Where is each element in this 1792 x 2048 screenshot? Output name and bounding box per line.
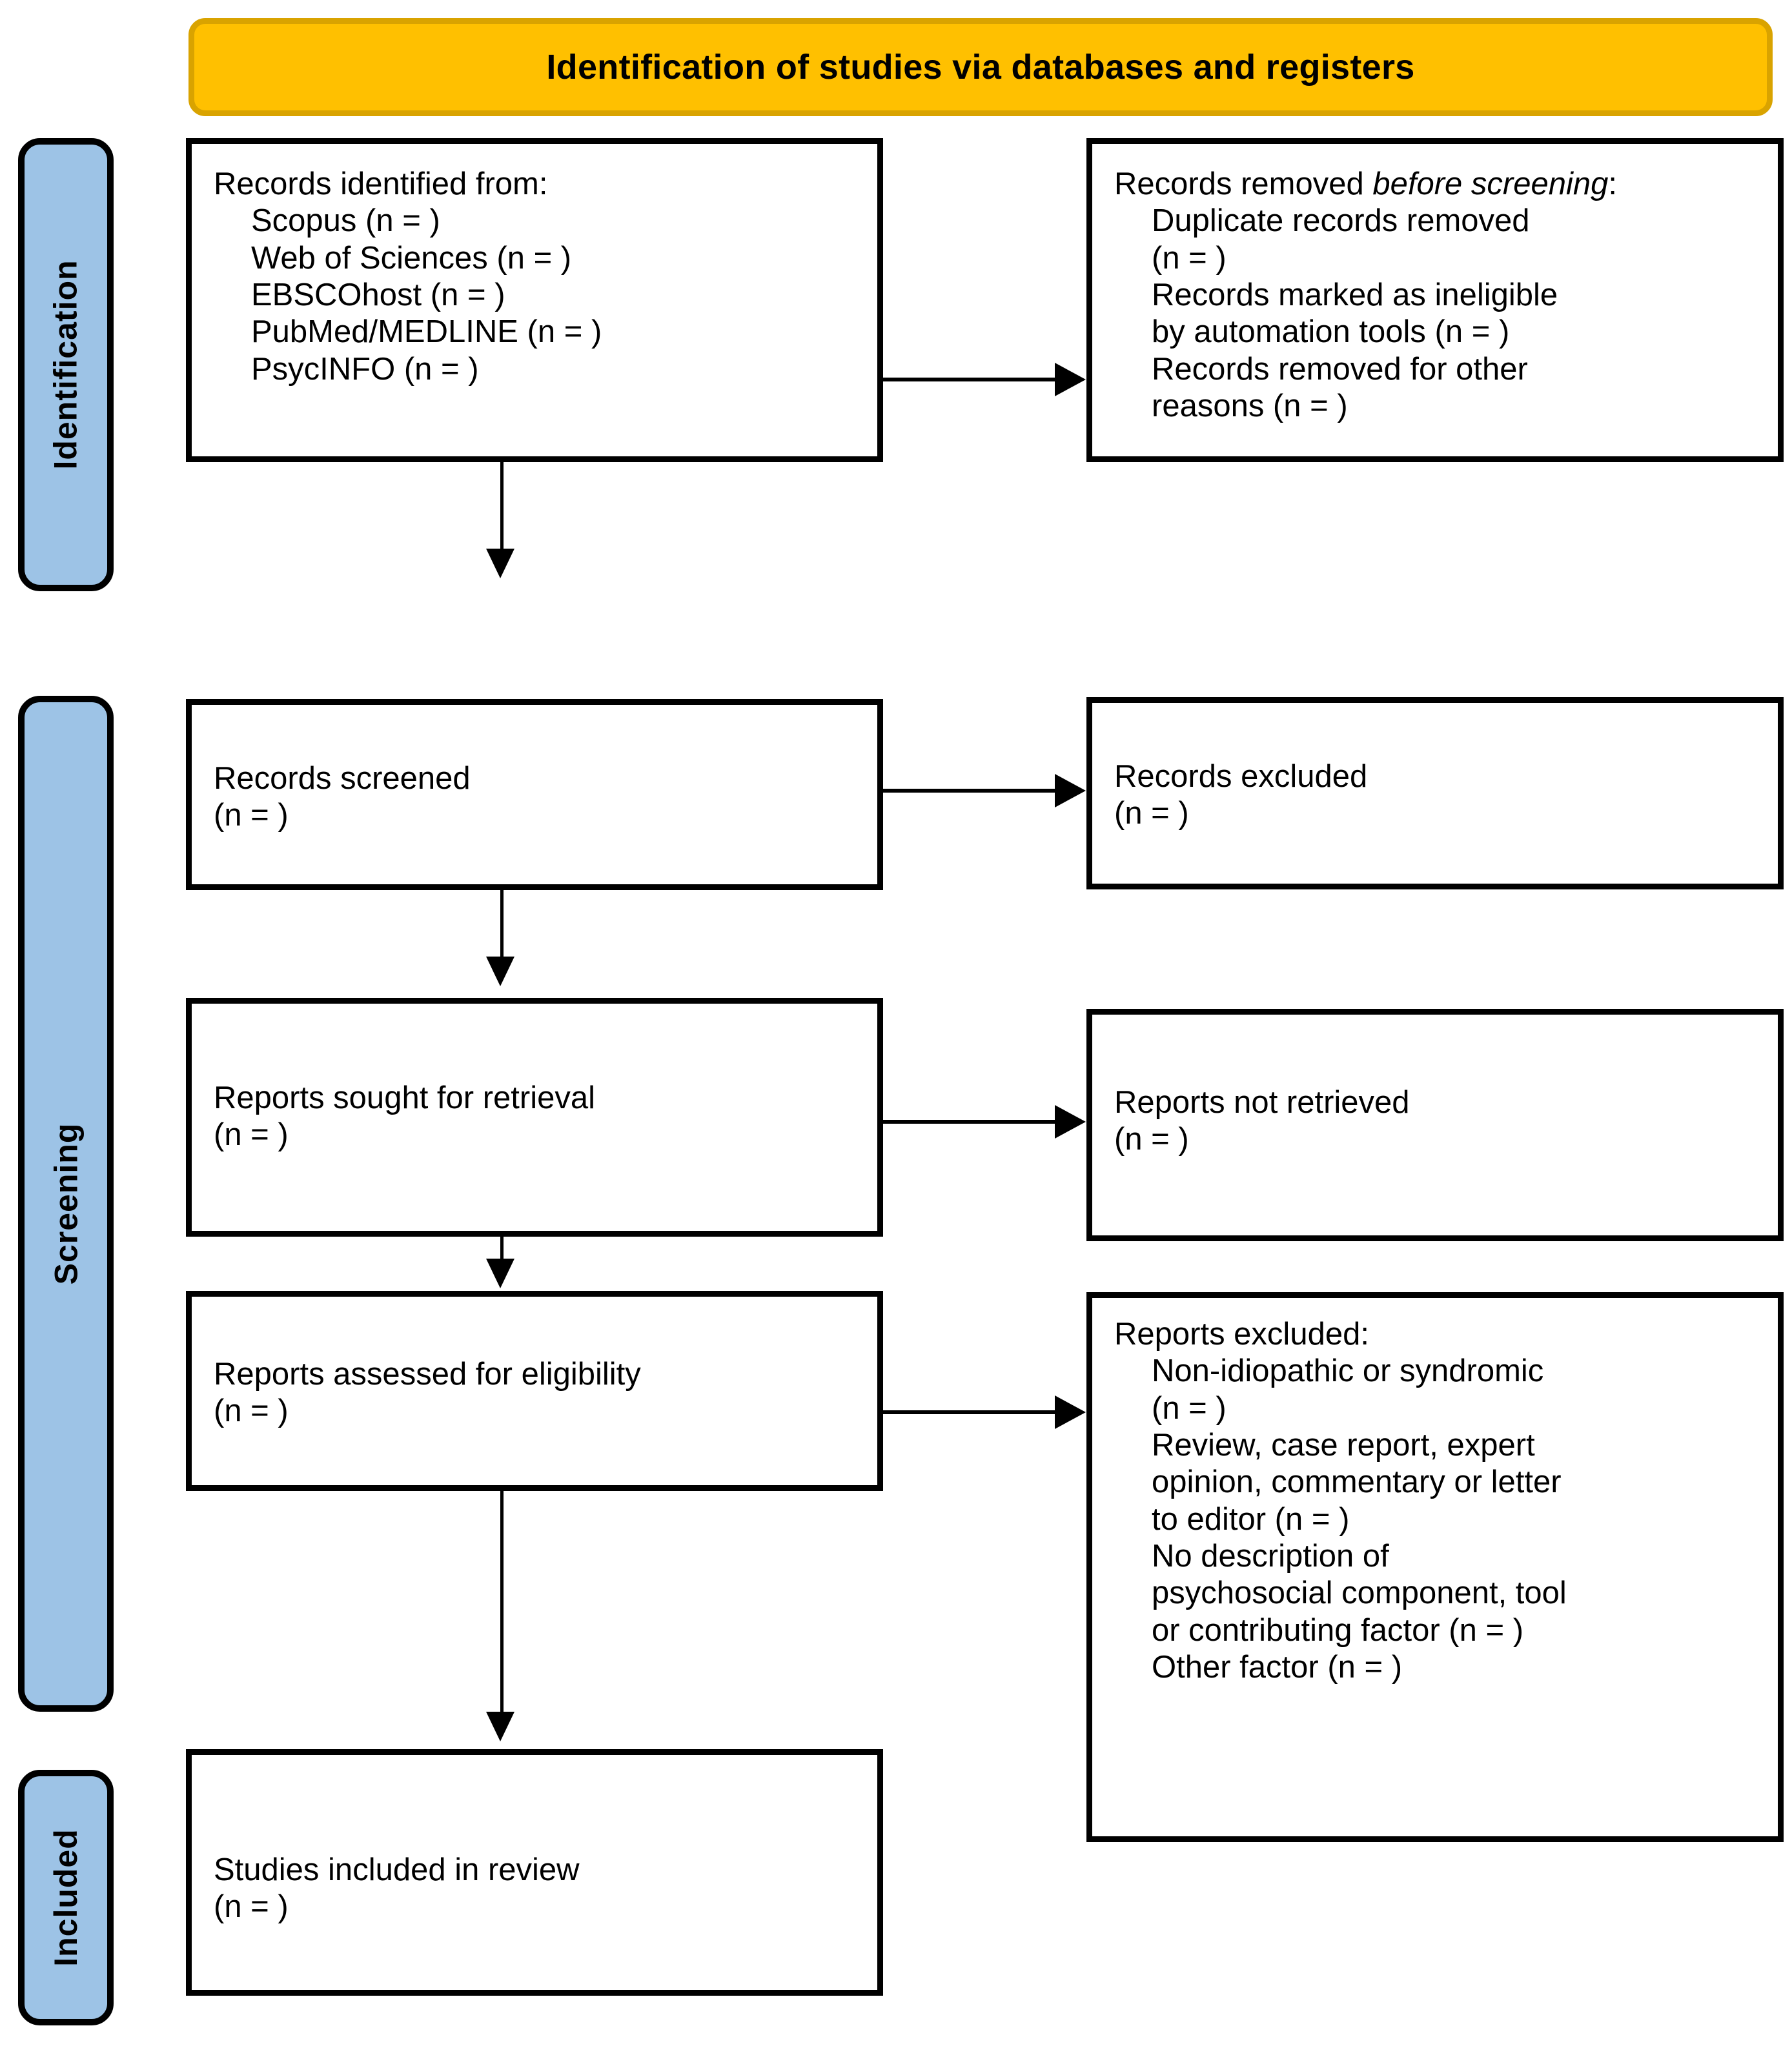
reports-excluded-reason-4: Other factor (n = ) <box>1152 1649 1403 1685</box>
phase-label-identification: Identification <box>18 138 114 591</box>
phase-label-screening: Screening <box>18 696 114 1712</box>
connector-sought-to-not-retrieved <box>883 1120 1057 1124</box>
reports-excluded-reason-3b: psychosocial component, tool <box>1152 1576 1567 1611</box>
reports-assessed-label: Reports assessed for eligibility <box>214 1357 641 1392</box>
connector-identified-to-screened <box>500 462 504 553</box>
records-removed-heading-pre: Records removed <box>1114 167 1373 201</box>
connector-identified-to-removed <box>883 378 1057 381</box>
arrowhead-identified-to-screened <box>486 549 514 578</box>
box-records-excluded: Records excluded (n = ) <box>1086 697 1784 889</box>
reports-assessed-count: (n = ) <box>214 1394 289 1429</box>
phase-label-included-text: Included <box>48 1829 85 1967</box>
studies-included-count: (n = ) <box>214 1889 289 1925</box>
reports-excluded-reason-3a: No description of <box>1152 1538 1389 1574</box>
connector-sought-to-assessed <box>500 1237 504 1262</box>
records-excluded-count: (n = ) <box>1114 796 1189 831</box>
arrowhead-sought-to-not-retrieved <box>1055 1105 1086 1139</box>
reports-not-retrieved-label: Reports not retrieved <box>1114 1085 1410 1120</box>
reports-excluded-heading: Reports excluded: <box>1114 1317 1369 1352</box>
records-screened-label: Records screened <box>214 761 471 796</box>
records-excluded-label: Records excluded <box>1114 759 1368 794</box>
records-identified-heading: Records identified from: <box>214 167 548 201</box>
reports-not-retrieved-count: (n = ) <box>1114 1122 1189 1157</box>
arrowhead-identified-to-removed <box>1055 363 1086 396</box>
arrowhead-sought-to-assessed <box>486 1259 514 1288</box>
box-studies-included: Studies included in review (n = ) <box>186 1749 883 1996</box>
arrowhead-assessed-to-included <box>486 1712 514 1741</box>
records-removed-heading-emphasis: before screening <box>1372 167 1609 201</box>
records-removed-ineligible: Records marked as ineligible <box>1152 277 1558 312</box>
arrowhead-assessed-to-reports-excluded <box>1055 1395 1086 1429</box>
box-reports-sought: Reports sought for retrieval (n = ) <box>186 998 883 1237</box>
phase-label-included: Included <box>18 1770 114 2025</box>
connector-screened-to-sought <box>500 890 504 961</box>
reports-excluded-reason-2b: opinion, commentary or letter <box>1152 1465 1562 1500</box>
connector-screened-to-excluded <box>883 789 1057 793</box>
records-removed-duplicate: Duplicate records removed <box>1152 203 1530 239</box>
reports-excluded-reason-1: Non-idiopathic or syndromic <box>1152 1354 1544 1389</box>
studies-included-label: Studies included in review <box>214 1852 580 1887</box>
connector-assessed-to-included <box>500 1491 504 1716</box>
phase-label-identification-text: Identification <box>48 259 85 470</box>
connector-assessed-to-reports-excluded <box>883 1410 1057 1414</box>
diagram-banner: Identification of studies via databases … <box>188 18 1773 116</box>
reports-sought-label: Reports sought for retrieval <box>214 1080 595 1115</box>
records-identified-source-psycinfo: PsycINFO (n = ) <box>251 351 479 387</box>
box-reports-not-retrieved: Reports not retrieved (n = ) <box>1086 1009 1784 1241</box>
reports-excluded-reason-1-n: (n = ) <box>1152 1390 1227 1426</box>
records-identified-source-wos: Web of Sciences (n = ) <box>251 240 572 276</box>
box-reports-assessed: Reports assessed for eligibility (n = ) <box>186 1291 883 1491</box>
records-identified-source-scopus: Scopus (n = ) <box>251 203 440 239</box>
reports-excluded-reason-2c: to editor (n = ) <box>1152 1501 1350 1537</box>
records-removed-other: Records removed for other <box>1152 351 1528 387</box>
reports-sought-count: (n = ) <box>214 1117 289 1153</box>
banner-title: Identification of studies via databases … <box>546 48 1415 86</box>
arrowhead-screened-to-sought <box>486 957 514 986</box>
reports-excluded-reason-2a: Review, case report, expert <box>1152 1427 1535 1463</box>
arrowhead-screened-to-excluded <box>1055 774 1086 807</box>
box-records-identified: Records identified from: Scopus (n = ) W… <box>186 138 883 462</box>
records-identified-source-ebscohost: EBSCOhost (n = ) <box>251 277 505 312</box>
records-removed-ineligible-n: by automation tools (n = ) <box>1152 314 1510 350</box>
records-screened-count: (n = ) <box>214 798 289 833</box>
box-records-removed: Records removed before screening: Duplic… <box>1086 138 1784 462</box>
records-identified-source-pubmed: PubMed/MEDLINE (n = ) <box>251 314 602 350</box>
records-removed-duplicate-n: (n = ) <box>1152 240 1227 276</box>
records-removed-heading: Records removed before screening: <box>1114 166 1756 203</box>
reports-excluded-reason-3c: or contributing factor (n = ) <box>1152 1612 1524 1648</box>
box-reports-excluded: Reports excluded: Non-idiopathic or synd… <box>1086 1292 1784 1842</box>
records-removed-other-n: reasons (n = ) <box>1152 388 1348 423</box>
records-removed-heading-post: : <box>1608 167 1617 201</box>
box-records-screened: Records screened (n = ) <box>186 699 883 890</box>
phase-label-screening-text: Screening <box>48 1122 84 1285</box>
